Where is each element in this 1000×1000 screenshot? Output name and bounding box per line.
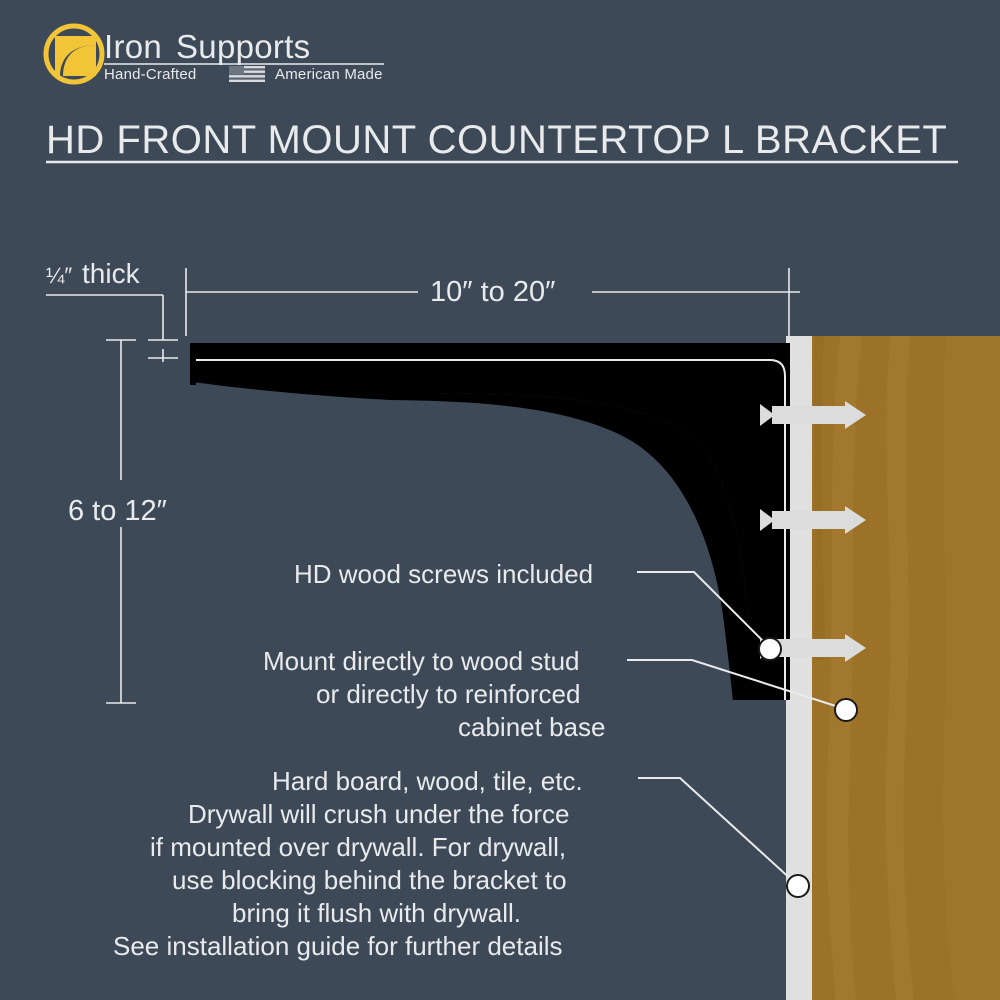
callout-wood-stud-marker	[834, 698, 858, 722]
brand-tagline-left: Hand-Crafted	[104, 66, 196, 83]
callout-screws-line-1: HD wood screws included	[294, 559, 593, 589]
dimension-thickness-value: ¼″	[46, 263, 72, 288]
dimension-height-label: 6 to 12″	[68, 495, 167, 527]
callout-wood-stud: Mount directly to wood stud or directly …	[263, 646, 858, 742]
callout-hard-board-line-2: Drywall will crush under the force	[188, 799, 569, 829]
dimension-height: 6 to 12″	[68, 339, 167, 704]
callout-screws-leader	[637, 571, 769, 647]
callout-hard-board-line-5: bring it flush with drywall.	[232, 898, 521, 928]
callout-hard-board: Hard board, wood, tile, etc. Drywall wil…	[113, 766, 810, 961]
brand-name-part2: Supports	[176, 28, 310, 65]
callout-hard-board-line-6: See installation guide for further detai…	[113, 931, 563, 961]
bracket-left-edge	[190, 343, 196, 385]
brand-tagline-right: American Made	[275, 66, 383, 83]
screw-bottom	[760, 634, 866, 662]
callout-screws: HD wood screws included	[294, 559, 782, 661]
callout-wood-stud-line-1: Mount directly to wood stud	[263, 646, 580, 676]
callout-screws-marker	[758, 637, 782, 661]
screw-middle	[760, 506, 866, 534]
us-flag-icon	[229, 66, 265, 82]
bracket-inner-highlight	[192, 359, 786, 700]
page-title: HD FRONT MOUNT COUNTERTOP L BRACKET	[46, 118, 947, 162]
callout-hard-board-leader	[638, 777, 795, 883]
callout-hard-board-line-1: Hard board, wood, tile, etc.	[272, 766, 583, 796]
ironsupports-circle-mark-icon	[43, 23, 105, 85]
wood-stud	[812, 336, 1000, 1000]
callout-wood-stud-leader	[627, 659, 843, 709]
brand-name-part1: Iron	[104, 28, 162, 65]
callout-wood-stud-line-2: or directly to reinforced	[316, 679, 580, 709]
callout-hard-board-line-3: if mounted over drywall. For drywall,	[150, 832, 566, 862]
bracket-gusset-cutout	[196, 400, 733, 702]
callout-hard-board-line-4: use blocking behind the bracket to	[172, 865, 567, 895]
dimension-thickness-label: thick	[82, 258, 141, 289]
callout-wood-stud-line-3: cabinet base	[458, 712, 605, 742]
screw-top	[760, 401, 866, 429]
dimension-width-label: 10″ to 20″	[430, 276, 555, 308]
dimension-width: 10″ to 20″	[185, 268, 800, 336]
callout-hard-board-marker	[786, 874, 810, 898]
dimension-thickness: ¼″ thick	[46, 258, 178, 362]
